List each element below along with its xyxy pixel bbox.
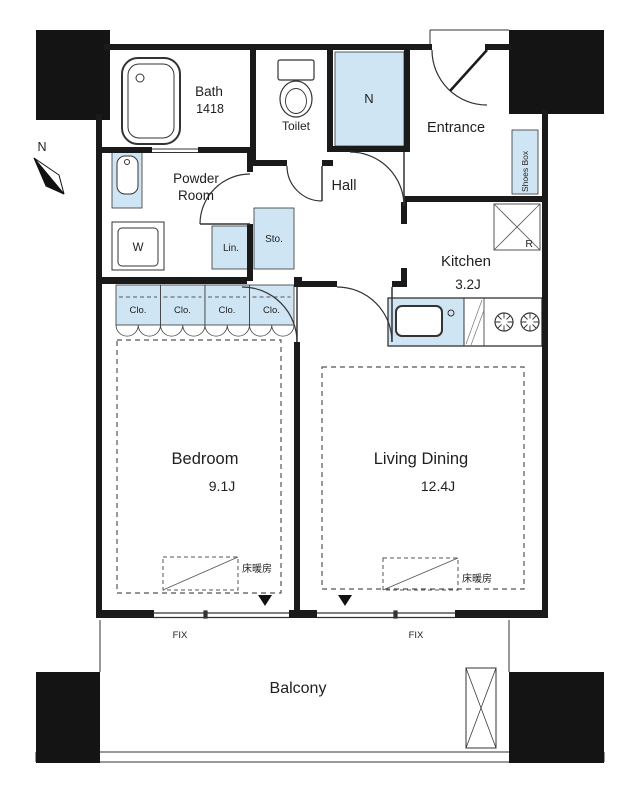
column-top-right	[509, 30, 604, 114]
linen-label: Lin.	[223, 243, 239, 254]
refrigerator-label: R	[525, 238, 533, 250]
floor-heating-label-bedroom: 床暖房	[242, 562, 272, 575]
toilet-icon	[277, 59, 315, 118]
bathtub-icon	[121, 57, 181, 145]
powder-room-label-2: Room	[178, 188, 214, 203]
structural-columns	[36, 30, 604, 763]
window-mullion	[393, 610, 398, 619]
faucet-icon	[447, 309, 455, 317]
floor-heating-bedroom	[162, 556, 239, 591]
compass-north-label: N	[37, 140, 46, 154]
living-floor-outline	[321, 366, 525, 590]
closet-2-label: Clo.	[174, 305, 191, 316]
washbasin-icon	[116, 155, 139, 195]
bedroom-door	[241, 286, 298, 343]
bath-size-label: 1418	[196, 102, 224, 116]
bedroom-label: Bedroom	[172, 450, 239, 468]
column-bottom-right	[509, 672, 604, 763]
doors	[152, 49, 488, 343]
living-dining-size-label: 12.4J	[421, 478, 455, 494]
kitchen-label: Kitchen	[441, 253, 491, 270]
storage-area	[253, 207, 295, 270]
room-labels: Bath 1418 Toilet N Entrance Shoes Box Po…	[130, 84, 534, 697]
kitchen-size-label: 3.2J	[455, 277, 481, 292]
bedroom-floor-outline	[116, 339, 282, 594]
entrance-door	[431, 49, 488, 106]
storage-label: Sto.	[265, 234, 283, 245]
windows	[153, 610, 455, 619]
shoes-box-area	[511, 129, 539, 195]
closet-details	[115, 296, 295, 337]
fixture-icons	[111, 57, 543, 347]
toilet-door	[286, 165, 323, 202]
annotation-labels: 床暖房 床暖房 FIX FIX	[173, 562, 492, 641]
window-mullion	[203, 610, 208, 619]
bath-sliding-door	[152, 148, 198, 153]
walls	[96, 44, 548, 618]
washer-label: W	[133, 242, 144, 254]
entrance-label: Entrance	[427, 120, 485, 136]
slider-marker-living	[338, 595, 352, 606]
washer-pan-icon	[111, 221, 165, 271]
bedroom-size-label: 9.1J	[209, 478, 235, 494]
balcony-partition	[465, 667, 497, 749]
closet-2-area	[160, 284, 206, 326]
hall-label: Hall	[332, 178, 357, 194]
stove-burner-icons	[494, 312, 540, 332]
powder-room-door	[199, 173, 251, 225]
column-top-left	[36, 30, 110, 120]
compass: N	[33, 140, 65, 195]
fixtures	[111, 51, 539, 347]
closet-3-label: Clo.	[219, 305, 236, 316]
closet-folding-doors	[115, 324, 295, 337]
closet-1-area	[115, 284, 161, 326]
closet-3-area	[204, 284, 250, 326]
floor-heating-label-living: 床暖房	[462, 572, 492, 585]
bath-label: Bath	[195, 84, 223, 99]
living-door	[336, 286, 393, 343]
closet-1-label: Clo.	[130, 305, 147, 316]
refrigerator-space-icon	[493, 203, 541, 251]
toilet-label: Toilet	[282, 119, 311, 133]
column-bottom-left	[36, 672, 100, 763]
fix-window-label-right: FIX	[409, 630, 424, 641]
shoes-box-label: Shoes Box	[520, 150, 530, 192]
floor-outlines	[116, 339, 525, 594]
slider-marker-bedroom	[258, 595, 272, 606]
balcony-label: Balcony	[270, 680, 327, 697]
closet-4-label: Clo.	[263, 305, 280, 316]
n-closet-label: N	[364, 91, 373, 106]
sink-icon	[395, 305, 443, 337]
living-dining-label: Living Dining	[374, 450, 468, 468]
hall-door	[349, 151, 405, 207]
fix-window-label-left: FIX	[173, 630, 188, 641]
powder-room-label-1: Powder	[173, 171, 219, 186]
floor-heating-living	[382, 557, 459, 591]
opening-markers	[258, 595, 352, 606]
